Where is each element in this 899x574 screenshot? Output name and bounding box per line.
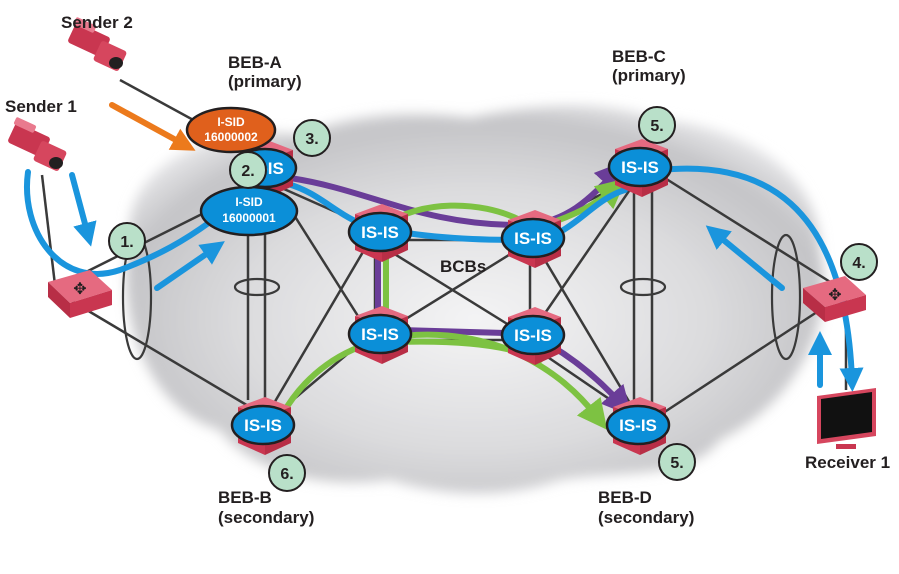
link-edge-beb-b xyxy=(69,298,256,412)
edge-switch-right-icon: ✥ xyxy=(803,276,866,322)
label-beb-d: BEB-D xyxy=(598,488,652,507)
arrow-blue-down-sender1 xyxy=(69,172,97,247)
arrow-orange-sender2 xyxy=(109,102,196,151)
spb-cloud xyxy=(126,105,824,494)
lag-ring-beb-cd xyxy=(619,277,667,297)
flow-blue-a-to-c xyxy=(285,181,628,244)
flow-purple-bcb-h xyxy=(397,327,508,336)
isis-nodes: -IS IS-IS IS-IS IS-IS IS-IS IS-IS IS-IS IS-IS xyxy=(230,146,673,446)
isis-label: IS-IS xyxy=(621,158,659,177)
isis-bcb-3: IS-IS xyxy=(347,313,413,355)
step-1-bubble: 1. xyxy=(108,222,146,260)
label-sender2: Sender 2 xyxy=(61,13,133,32)
isis-label: -IS xyxy=(262,159,284,178)
isis-beb-d: IS-IS xyxy=(605,404,671,446)
step-2-bubble: 2. xyxy=(229,151,267,189)
step-number: 1. xyxy=(120,234,133,251)
step-7-bubble: 6. xyxy=(268,454,306,492)
arrow-blue-into-beb-a xyxy=(154,241,225,291)
edge-switch-left-icon: ✥ xyxy=(48,270,112,318)
step-number: 2. xyxy=(241,163,254,180)
link-sender1-edge xyxy=(40,174,57,286)
step-number: 5. xyxy=(670,455,683,472)
isid-16000001: I-SID 16000001 xyxy=(199,185,299,237)
isis-beb-c: IS-IS xyxy=(607,146,673,188)
step-5-bubble: 5. xyxy=(638,106,676,144)
step-number: 3. xyxy=(305,131,318,148)
isis-label: IS-IS xyxy=(514,229,552,248)
label-beb-b-role: (secondary) xyxy=(218,508,314,527)
step-number: 6. xyxy=(280,466,293,483)
lag-ring-beb-ab xyxy=(233,277,281,297)
label-receiver1: Receiver 1 xyxy=(805,453,890,472)
labels: Sender 2 Sender 1 BEB-A (primary) BEB-C … xyxy=(5,13,890,527)
flow-blue-sender1 xyxy=(24,169,213,277)
svg-text:✥: ✥ xyxy=(828,287,841,304)
label-beb-d-role: (secondary) xyxy=(598,508,694,527)
label-beb-c: BEB-C xyxy=(612,47,666,66)
lag-ring-right xyxy=(770,233,802,361)
step-bubbles: 1. 2. 3. 4. 5. 5. 6. xyxy=(108,106,878,492)
isid-value: 16000001 xyxy=(222,211,276,225)
label-beb-b: BEB-B xyxy=(218,488,272,507)
label-sender1: Sender 1 xyxy=(5,97,77,116)
isis-bcb-1: IS-IS xyxy=(347,211,413,253)
receiver1-monitor-icon xyxy=(817,388,876,449)
label-bcbs: BCBs xyxy=(440,257,486,276)
isis-label: IS-IS xyxy=(361,325,399,344)
flow-purple-a-to-c xyxy=(287,160,626,229)
svg-text:✥: ✥ xyxy=(73,281,86,298)
step-number: 5. xyxy=(650,118,663,135)
flow-green-b-to-d xyxy=(279,331,608,430)
isis-label: IS-IS xyxy=(619,416,657,435)
isis-bcb-2: IS-IS xyxy=(500,217,566,259)
isis-label: IS-IS xyxy=(361,223,399,242)
step-6-bubble: 5. xyxy=(658,443,696,481)
isid-prefix: I-SID xyxy=(217,115,245,129)
isid-prefix: I-SID xyxy=(235,195,263,209)
arrow-blue-into-beb-c xyxy=(705,225,785,291)
isis-label: IS-IS xyxy=(244,416,282,435)
isis-bcb-4: IS-IS xyxy=(500,314,566,356)
sender2-camera-icon xyxy=(68,17,127,71)
label-beb-a: BEB-A xyxy=(228,53,282,72)
isis-beb-b: IS-IS xyxy=(230,404,296,446)
sender1-camera-icon xyxy=(8,117,67,171)
isid-value: 16000002 xyxy=(204,130,258,144)
step-number: 4. xyxy=(852,255,865,272)
isid-16000002: I-SID 16000002 xyxy=(185,106,277,154)
label-beb-a-role: (primary) xyxy=(228,72,302,91)
isis-label: IS-IS xyxy=(514,326,552,345)
step-3-bubble: 3. xyxy=(293,119,331,157)
label-beb-c-role: (primary) xyxy=(612,66,686,85)
step-4-bubble: 4. xyxy=(840,243,878,281)
